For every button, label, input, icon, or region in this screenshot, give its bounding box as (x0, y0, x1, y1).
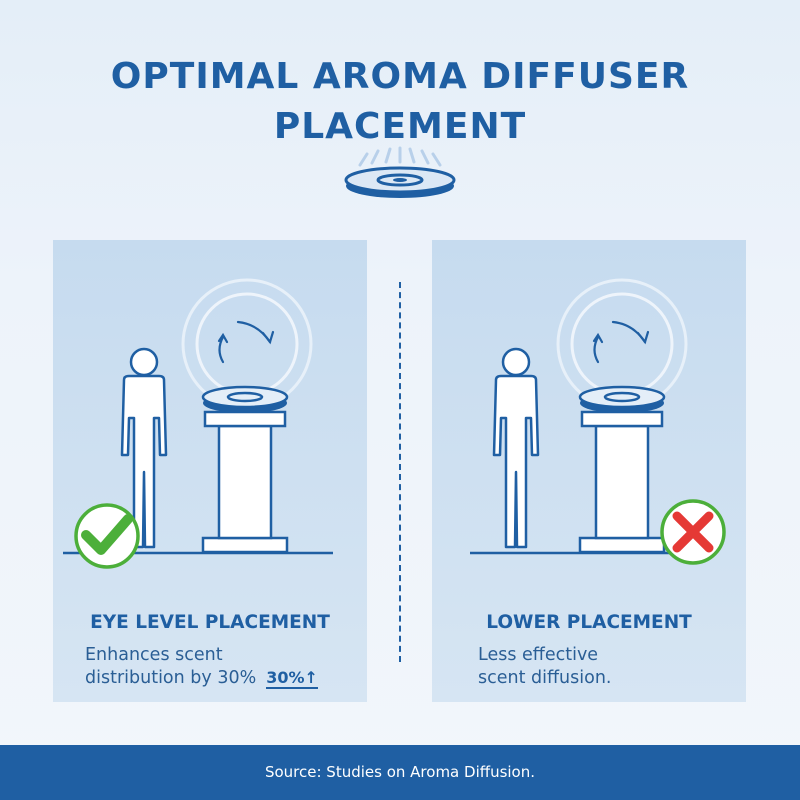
title-line-2: PLACEMENT (273, 106, 527, 147)
eye-level-desc-line-1: Enhances scent (85, 645, 223, 665)
cross-icon (660, 499, 726, 565)
lower-desc-line-1: Less effective (478, 645, 599, 665)
rotation-arrows-icon (217, 320, 275, 364)
eye-level-desc-text: distribution by 30% (85, 668, 257, 688)
eye-level-description: Enhances scent distribution by 30% 30%↑ (85, 644, 365, 690)
eye-level-panel: EYE LEVEL PLACEMENT Enhances scent distr… (53, 240, 367, 702)
lower-placement-panel: LOWER PLACEMENT Less effective scent dif… (432, 240, 746, 702)
source-footer: Source: Studies on Aroma Diffusion. (0, 745, 800, 800)
stat-badge: 30%↑ (266, 668, 318, 689)
check-icon (74, 503, 140, 569)
eye-level-desc-line-2: distribution by 30% 30%↑ (85, 667, 365, 690)
mist-rays (358, 146, 442, 167)
lower-desc-line-2: scent diffusion. (478, 668, 612, 688)
lower-placement-heading: LOWER PLACEMENT (486, 612, 692, 633)
pedestal-icon (201, 410, 289, 554)
lower-placement-description: Less effective scent diffusion. (478, 644, 738, 690)
title-line-1: OPTIMAL AROMA DIFFUSER (110, 56, 690, 97)
page-title: OPTIMAL AROMA DIFFUSER PLACEMENT (0, 52, 800, 152)
lower-placement-illustration (470, 278, 726, 565)
diffuser-illustration-top (344, 146, 456, 198)
person-icon (120, 347, 168, 549)
rotation-arrows-icon (592, 320, 650, 364)
diffuser-icon (578, 385, 666, 413)
divider (399, 282, 401, 662)
person-icon (492, 347, 540, 549)
eye-level-heading: EYE LEVEL PLACEMENT (90, 612, 330, 633)
diffuser-icon (201, 385, 289, 413)
pedestal-icon (578, 410, 666, 554)
eye-level-illustration (63, 278, 333, 569)
